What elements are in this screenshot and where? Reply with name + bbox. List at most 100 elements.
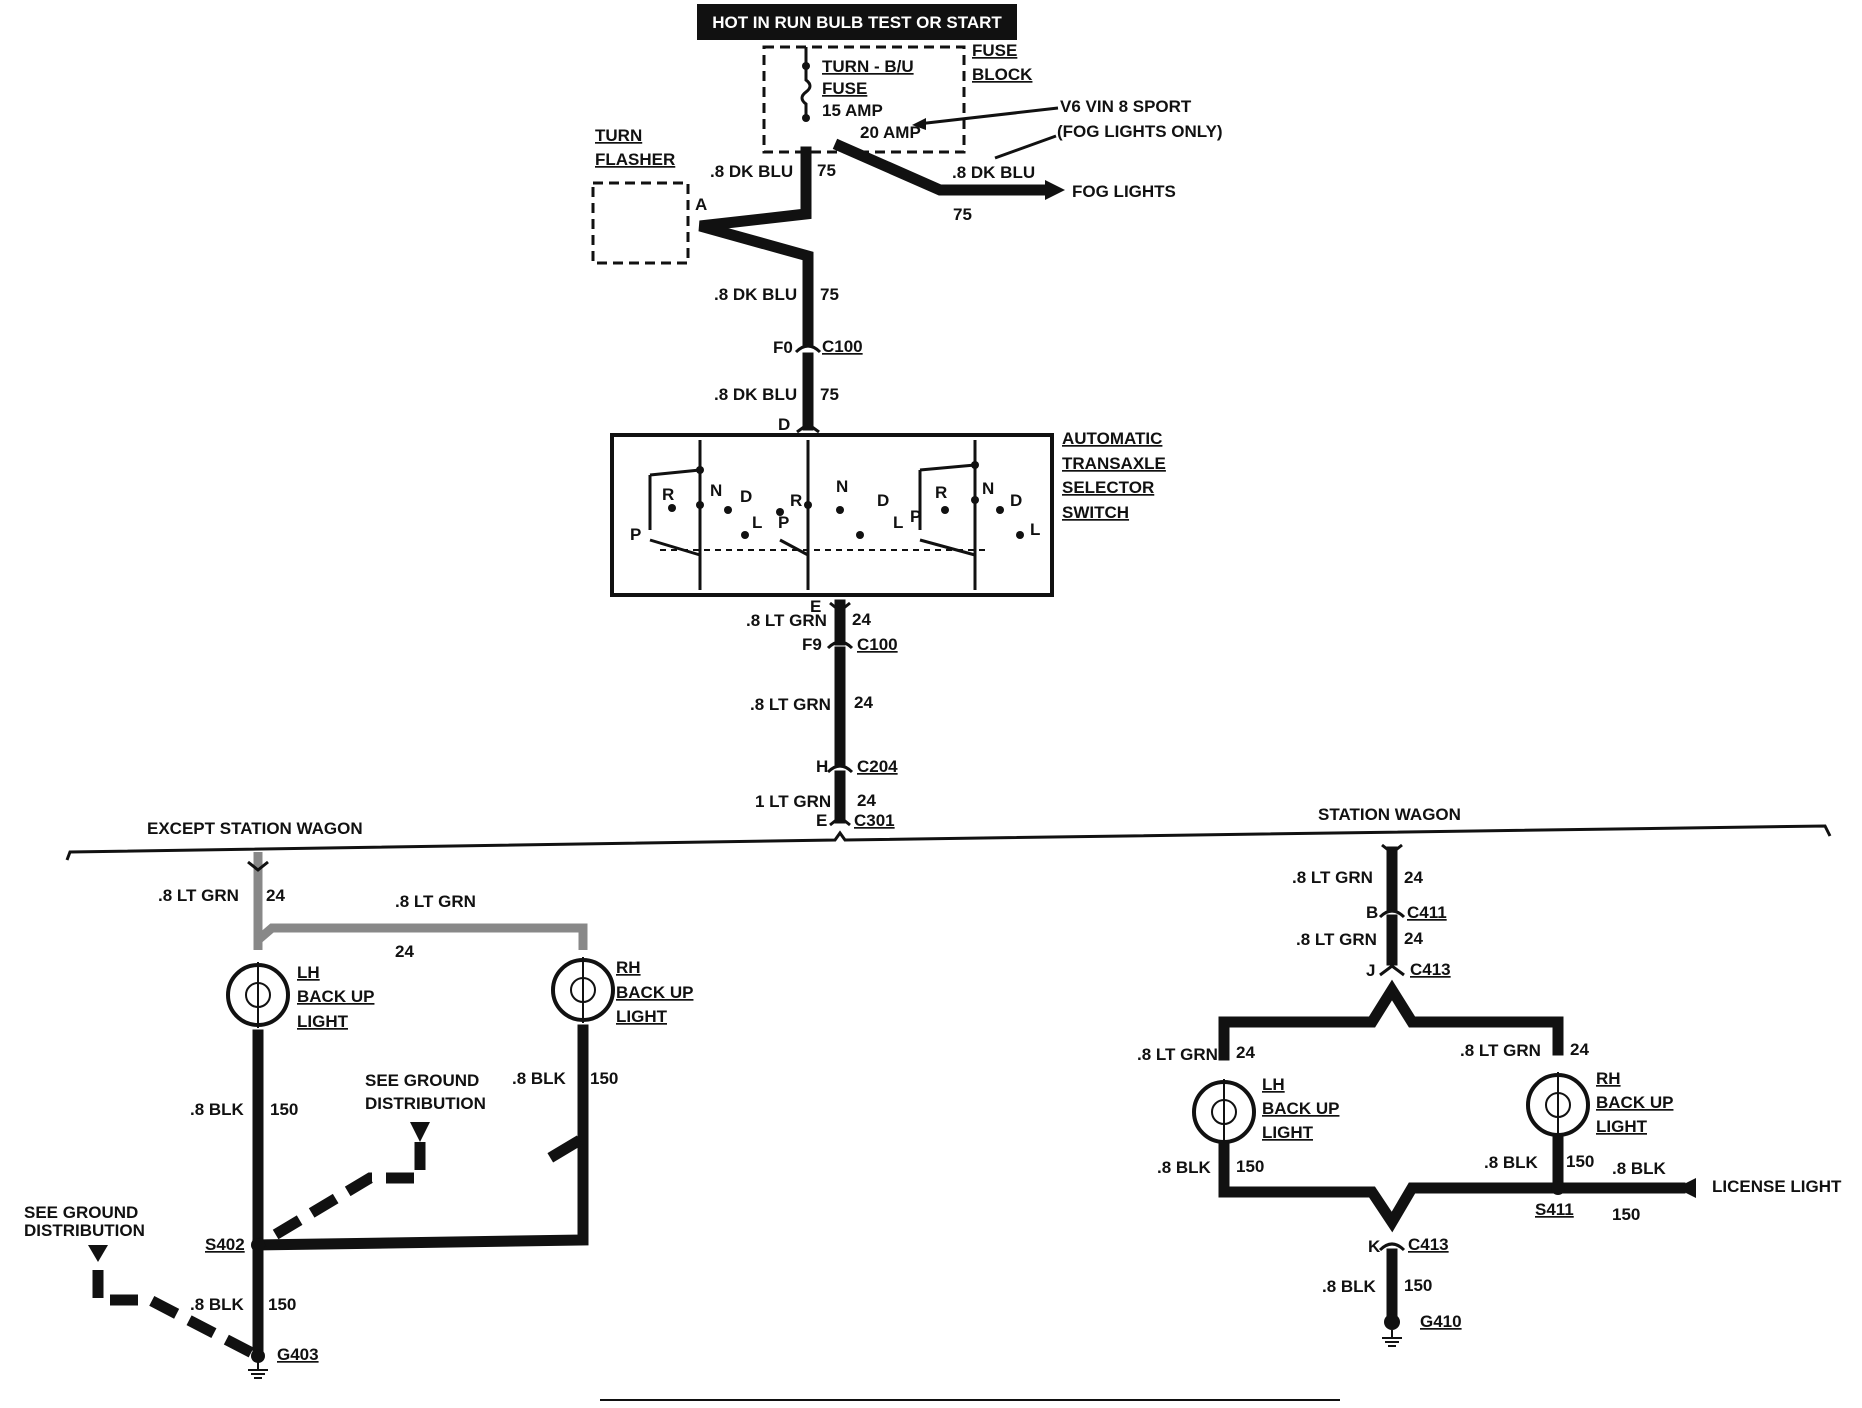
- except-gnd-note-1: SEE GROUND: [365, 1071, 479, 1090]
- svg-text:N: N: [982, 479, 994, 498]
- selector-label-4: SWITCH: [1062, 503, 1129, 522]
- v6-note-2: (FOG LIGHTS ONLY): [1057, 122, 1223, 141]
- except-ground-node: [251, 1349, 265, 1363]
- svg-text:L: L: [1030, 520, 1040, 539]
- upper-circuit-3: 75: [820, 385, 839, 404]
- wagon-ground-node: [1384, 1314, 1400, 1330]
- option-split-line: [65, 824, 1832, 861]
- wagon-wire-2: .8 LT GRN: [1296, 930, 1377, 949]
- svg-text:R: R: [790, 491, 802, 510]
- except-wire-1: .8 LT GRN: [158, 886, 239, 905]
- fuse-rating-20: 20 AMP: [860, 123, 921, 142]
- wagon-ground-label: G410: [1420, 1312, 1462, 1331]
- v6-note-1: V6 VIN 8 SPORT: [1060, 97, 1192, 116]
- fuse-name-2: FUSE: [822, 79, 867, 98]
- wagon-circuit-4: 24: [1570, 1040, 1589, 1059]
- wagon-wire-split: [1218, 979, 1564, 1061]
- except-wire-rh-ground: [252, 1024, 589, 1251]
- c301-pin: E: [816, 811, 827, 830]
- except-wire-5: .8 BLK: [190, 1295, 245, 1314]
- except-wire-rh-stub: [547, 1135, 583, 1163]
- except-rh-label-2: BACK UP: [616, 983, 693, 1002]
- fog-arrow: [1045, 180, 1065, 200]
- c301-name: C301: [854, 811, 895, 830]
- c204-pin: H: [816, 757, 828, 776]
- svg-text:P: P: [630, 525, 641, 544]
- except-wire-4: .8 BLK: [512, 1069, 567, 1088]
- wagon-c411-name: C411: [1407, 903, 1447, 922]
- wagon-splice-label: S411: [1535, 1200, 1574, 1219]
- wagon-rh-label-1: RH: [1596, 1069, 1621, 1088]
- c100-top-pin: F0: [773, 338, 793, 357]
- wagon-wire-7: .8 BLK: [1612, 1159, 1667, 1178]
- fog-dest: FOG LIGHTS: [1072, 182, 1176, 201]
- svg-text:L: L: [752, 513, 762, 532]
- except-gnd-note2-2: DISTRIBUTION: [24, 1221, 145, 1240]
- fuse-block-label-1: FUSE: [972, 41, 1017, 60]
- fog-leader: [994, 134, 1057, 160]
- svg-text:P: P: [778, 513, 789, 532]
- except-gnd-note-2: DISTRIBUTION: [365, 1094, 486, 1113]
- selector-pin-in-connector: [796, 422, 820, 434]
- wagon-c413b-pin: K: [1368, 1237, 1381, 1256]
- upper-circuit-2: 75: [820, 285, 839, 304]
- wagon-c413-connector: [1379, 964, 1405, 977]
- wagon-license-arrow: [1676, 1178, 1696, 1198]
- svg-text:N: N: [836, 477, 848, 496]
- c100-top-connector: [794, 344, 822, 354]
- wagon-wire-8: .8 BLK: [1322, 1277, 1377, 1296]
- except-wire-rh-feed: [255, 923, 588, 950]
- header-box: [697, 4, 1017, 40]
- except-circuit-3: 150: [270, 1100, 298, 1119]
- trunk-circuit-2: 24: [854, 693, 873, 712]
- c204-name: C204: [857, 757, 898, 776]
- selector-deck-middle: R N D L P: [776, 440, 903, 590]
- except-wire-2: .8 LT GRN: [395, 892, 476, 911]
- v6-leader: [917, 106, 1059, 126]
- c100-bottom-pin: F9: [802, 635, 822, 654]
- except-gnd-note-arrow: [410, 1122, 430, 1142]
- header-title: HOT IN RUN BULB TEST OR START: [712, 13, 1002, 32]
- wagon-rh-label-2: BACK UP: [1596, 1093, 1673, 1112]
- trunk-circuit-1: 24: [852, 610, 871, 629]
- v6-leader-arrow: [912, 118, 926, 130]
- wagon-circuit-7: 150: [1612, 1205, 1640, 1224]
- except-rh-label-3: LIGHT: [616, 1007, 668, 1026]
- selector-label-2: TRANSAXLE: [1062, 454, 1166, 473]
- wagon-circuit-5: 150: [1236, 1157, 1264, 1176]
- fog-wire: .8 DK BLU: [952, 163, 1035, 182]
- except-connector-top: [247, 860, 269, 872]
- upper-circuit-1: 75: [817, 161, 836, 180]
- c301-connector: [829, 815, 851, 827]
- selector-label-1: AUTOMATIC: [1062, 429, 1162, 448]
- c100-top-name: C100: [822, 337, 863, 356]
- upper-wire-3: .8 DK BLU: [714, 385, 797, 404]
- wagon-circuit-2: 24: [1404, 929, 1423, 948]
- turn-flasher-label-1: TURN: [595, 126, 642, 145]
- wagon-lh-bulb: [1192, 1079, 1256, 1145]
- except-lh-label-2: BACK UP: [297, 987, 374, 1006]
- except-ground-icon: [248, 1362, 268, 1379]
- fuse-node-bottom: [802, 114, 810, 122]
- except-wire-gnd-dist-2: [92, 1270, 261, 1361]
- fuse-rating-15: 15 AMP: [822, 101, 883, 120]
- wagon-lh-label-3: LIGHT: [1262, 1123, 1314, 1142]
- wagon-circuit-6: 150: [1566, 1152, 1594, 1171]
- selector-switch-box: [610, 433, 1054, 597]
- except-circuit-5: 150: [268, 1295, 296, 1314]
- except-wagon-heading: EXCEPT STATION WAGON: [147, 819, 363, 838]
- except-splice-label: S402: [205, 1235, 245, 1254]
- wagon-wire-4: .8 LT GRN: [1460, 1041, 1541, 1060]
- wagon-circuit-1: 24: [1404, 868, 1423, 887]
- wagon-heading: STATION WAGON: [1318, 805, 1461, 824]
- wagon-license-label: LICENSE LIGHT: [1712, 1177, 1842, 1196]
- wire-fog: [832, 138, 1051, 196]
- except-lh-label-1: LH: [297, 963, 320, 982]
- selector-pin-out-connector: [829, 601, 851, 613]
- selector-deck-right: R N D L P: [910, 440, 1040, 590]
- wagon-c413-pin: J: [1366, 961, 1375, 980]
- except-rh-label-1: RH: [616, 958, 641, 977]
- selector-label-3: SELECTOR: [1062, 478, 1154, 497]
- wagon-ground-icon: [1382, 1330, 1402, 1347]
